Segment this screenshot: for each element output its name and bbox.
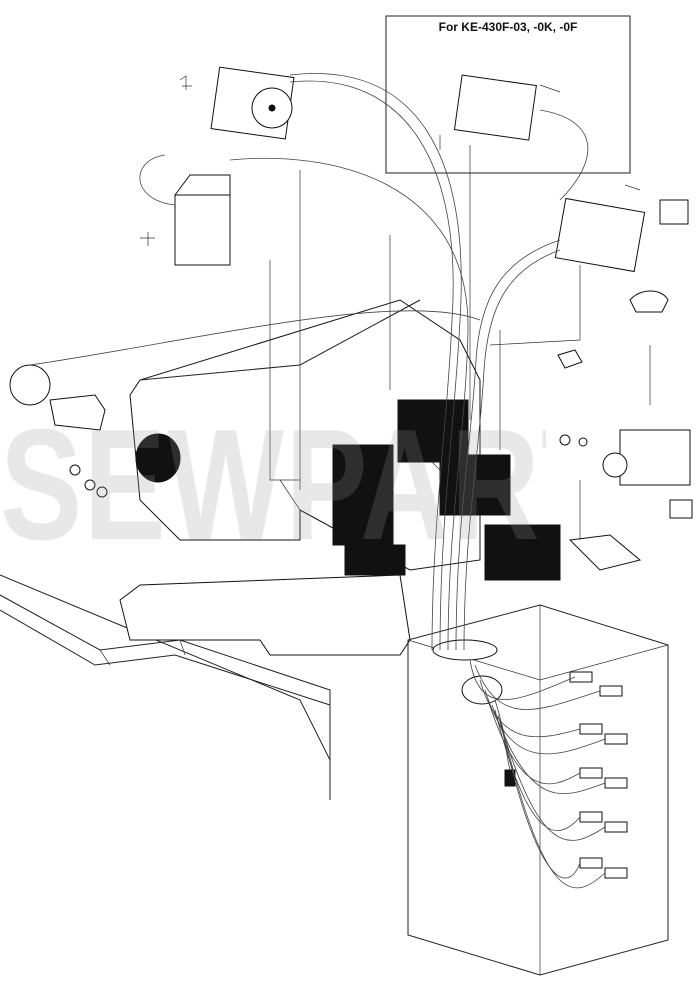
table-surface — [0, 574, 331, 800]
right-solenoid — [559, 429, 693, 519]
handwheel — [135, 433, 181, 483]
right-stepper-motor — [554, 184, 689, 273]
grommet-upper — [432, 639, 498, 661]
control-boxes — [332, 399, 561, 581]
inset-motor — [453, 74, 561, 141]
control-box — [407, 604, 669, 976]
left-small-motor — [9, 364, 108, 498]
inset-title: For KE-430F-03, -0K, -0F — [438, 20, 578, 34]
leader-lines — [269, 135, 581, 540]
right-clips — [557, 290, 669, 571]
left-stepper-motor — [139, 154, 231, 266]
inset-frame — [385, 15, 631, 174]
wire-harness — [29, 73, 606, 889]
connectors — [504, 671, 628, 879]
top-left-motor — [179, 66, 295, 140]
